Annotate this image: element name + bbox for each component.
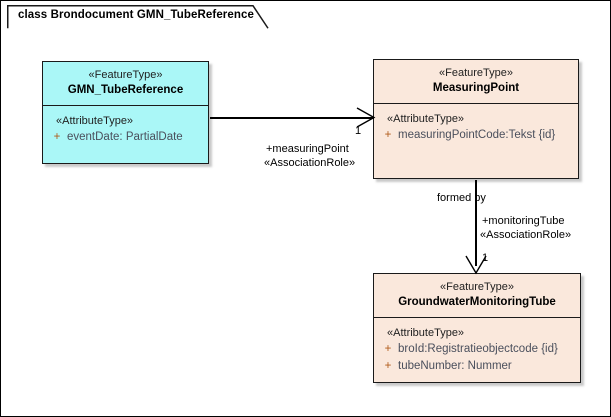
attribute-text: tubeNumber: Nummer bbox=[398, 360, 512, 372]
association-line-tuberef-measuringpoint[interactable] bbox=[210, 117, 374, 119]
association-line-measuringpoint-tube[interactable] bbox=[475, 180, 477, 266]
attribute-stereotype: «AttributeType» bbox=[56, 115, 134, 127]
association-role-measuringpoint: +measuringPoint bbox=[266, 143, 349, 155]
association-stereotype-measuringpoint: «AssociationRole» bbox=[264, 157, 356, 169]
attribute-text: eventDate: PartialDate bbox=[67, 131, 183, 143]
attribute-visibility: + bbox=[384, 360, 392, 372]
class-name: GMN_TubeReference bbox=[67, 84, 184, 96]
association-role-monitoringtube: +monitoringTube bbox=[482, 215, 565, 227]
attribute-row: + eventDate: PartialDate bbox=[47, 129, 204, 146]
class-box-gmn-tubereference[interactable]: «FeatureType» GMN_TubeReference «Attribu… bbox=[42, 61, 209, 164]
attribute-stereotype: «AttributeType» bbox=[387, 113, 465, 125]
diagram-title-tab-shape bbox=[7, 5, 269, 29]
attribute-text: broId:Registratieobjectcode {id} bbox=[398, 343, 558, 355]
class-stereotype: «FeatureType» bbox=[439, 67, 513, 79]
attribute-visibility: + bbox=[384, 343, 392, 355]
association-multiplicity-measuringpoint: 1 bbox=[355, 125, 362, 137]
class-name-compartment: «FeatureType» GMN_TubeReference bbox=[43, 62, 208, 106]
class-name-compartment: «FeatureType» GroundwaterMonitoringTube bbox=[374, 274, 580, 318]
attribute-row: + measuringPointCode:Tekst {id} bbox=[378, 127, 574, 144]
class-box-measuringpoint[interactable]: «FeatureType» MeasuringPoint «AttributeT… bbox=[373, 59, 579, 179]
class-name: MeasuringPoint bbox=[432, 82, 520, 94]
class-attributes-compartment: «AttributeType» + eventDate: PartialDate bbox=[43, 106, 208, 154]
attribute-row: + broId:Registratieobjectcode {id} bbox=[378, 341, 576, 358]
class-stereotype: «FeatureType» bbox=[88, 69, 163, 81]
class-name-compartment: «FeatureType» MeasuringPoint bbox=[374, 60, 578, 104]
class-box-groundwatermonitoringtube[interactable]: «FeatureType» GroundwaterMonitoringTube … bbox=[373, 273, 581, 383]
class-name: GroundwaterMonitoringTube bbox=[398, 296, 556, 308]
association-multiplicity-monitoringtube: 1 bbox=[482, 252, 489, 264]
attribute-text: measuringPointCode:Tekst {id} bbox=[398, 129, 556, 141]
class-attributes-compartment: «AttributeType» + measuringPointCode:Tek… bbox=[374, 104, 578, 152]
attribute-visibility: + bbox=[53, 131, 61, 143]
attribute-row: + tubeNumber: Nummer bbox=[378, 358, 576, 375]
association-stereotype-monitoringtube: «AssociationRole» bbox=[480, 229, 572, 241]
diagram-title-tab: class Brondocument GMN_TubeReference bbox=[7, 5, 269, 29]
attribute-stereotype: «AttributeType» bbox=[387, 327, 465, 339]
association-arrowhead-measuringpoint bbox=[356, 107, 376, 128]
class-stereotype: «FeatureType» bbox=[440, 281, 514, 293]
association-arrowhead-tube bbox=[465, 255, 487, 275]
association-name-formed-by: formed by bbox=[437, 192, 486, 204]
diagram-title-label: class Brondocument GMN_TubeReference bbox=[18, 9, 254, 21]
class-attributes-compartment: «AttributeType» + broId:Registratieobjec… bbox=[374, 318, 580, 383]
attribute-visibility: + bbox=[384, 129, 392, 141]
